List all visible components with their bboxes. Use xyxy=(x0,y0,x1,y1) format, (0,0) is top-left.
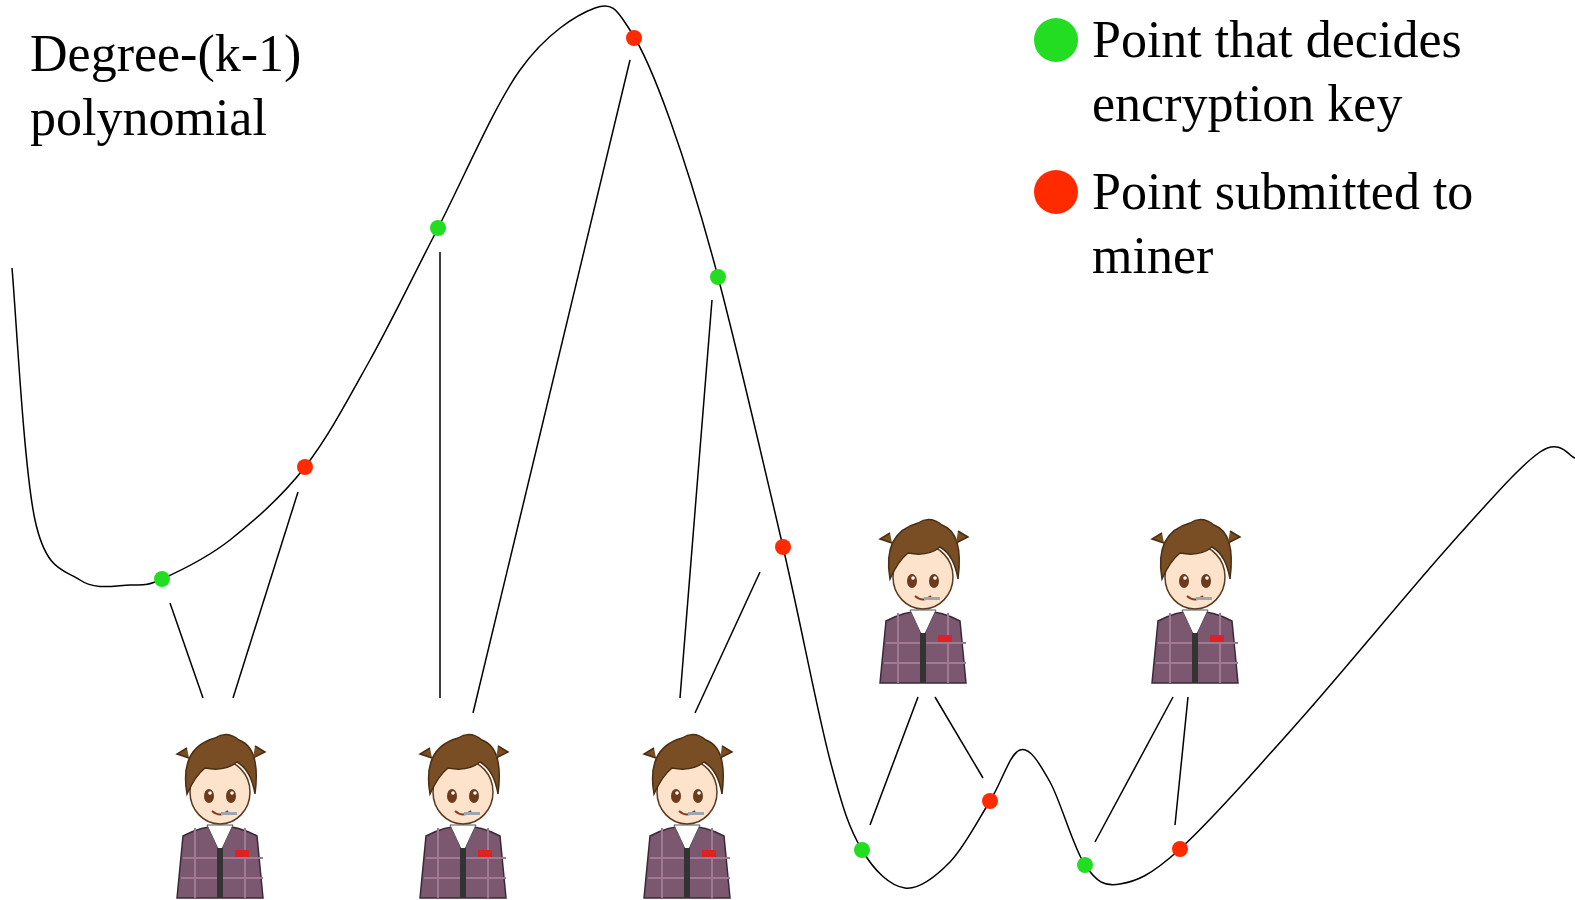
miner-figures xyxy=(177,519,1240,898)
green-points xyxy=(154,220,1093,873)
legend-text: Point submitted to miner xyxy=(1092,160,1562,288)
curve-label: Degree-(k-1) polynomial xyxy=(30,22,360,150)
legend-swatch xyxy=(1034,170,1078,214)
leader-lines xyxy=(170,60,1188,842)
legend-swatch xyxy=(1034,18,1078,62)
red-points xyxy=(297,30,1188,857)
legend-text: Point that decides encryption key xyxy=(1092,8,1562,136)
